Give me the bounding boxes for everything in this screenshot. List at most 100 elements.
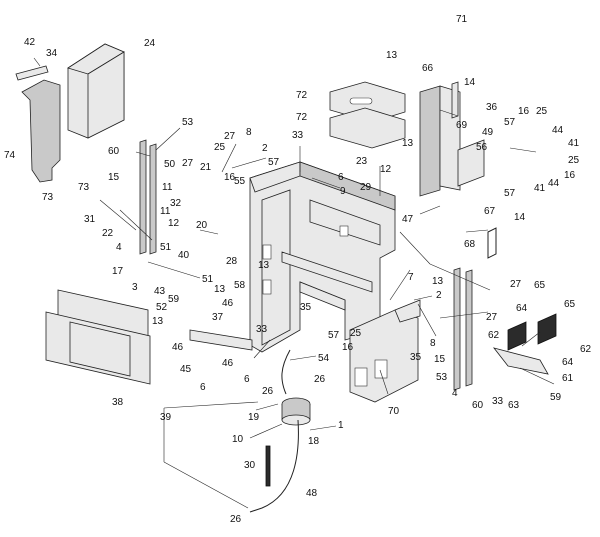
callout-72: 72 [296, 90, 308, 101]
drain-canister-18 [281, 397, 311, 426]
callout-25: 25 [214, 142, 226, 153]
callout-49: 49 [482, 127, 494, 138]
callout-44: 44 [548, 178, 560, 189]
callout-61: 61 [562, 373, 574, 384]
callout-18: 18 [308, 436, 320, 447]
callout-26: 26 [230, 514, 242, 525]
callout-67: 67 [484, 206, 496, 217]
callout-26: 26 [262, 386, 274, 397]
callout-74: 74 [4, 150, 16, 161]
callout-41: 41 [568, 138, 580, 149]
callout-71: 71 [456, 14, 468, 25]
callout-16: 16 [518, 106, 530, 117]
callout-51: 51 [202, 274, 214, 285]
callout-46: 46 [222, 358, 234, 369]
callout-66: 66 [422, 63, 434, 74]
bracket-62 [507, 313, 557, 351]
callout-64: 64 [562, 357, 574, 368]
right-foot-61 [492, 347, 549, 375]
left-rail-60 [139, 139, 157, 255]
cover-box-24 [67, 43, 125, 139]
callout-13: 13 [432, 276, 444, 287]
callout-73: 73 [78, 182, 90, 193]
callout-25: 25 [536, 106, 548, 117]
callout-50: 50 [164, 159, 176, 170]
callout-56: 56 [476, 142, 488, 153]
callout-3: 3 [132, 282, 138, 293]
callout-19: 19 [248, 412, 260, 423]
callout-20: 20 [196, 220, 208, 231]
callout-14: 14 [514, 212, 526, 223]
callout-4: 4 [452, 388, 458, 399]
callout-64: 64 [516, 303, 528, 314]
callout-labels: 1 2 2 3 4 4 6 6 6 7 8 8 9 10 11 11 12 12… [4, 14, 592, 525]
callout-36: 36 [486, 102, 498, 113]
callout-46: 46 [172, 342, 184, 353]
callout-70: 70 [388, 406, 400, 417]
callout-24: 24 [144, 38, 156, 49]
callout-54: 54 [318, 353, 330, 364]
right-side-panel-70 [349, 299, 421, 403]
callout-55: 55 [234, 176, 246, 187]
callout-21: 21 [200, 162, 212, 173]
callout-25: 25 [350, 328, 362, 339]
right-bracket-assembly [419, 81, 485, 197]
callout-58: 58 [234, 280, 246, 291]
callout-8: 8 [430, 338, 436, 349]
callout-30: 30 [244, 460, 256, 471]
callout-37: 37 [212, 312, 224, 323]
callout-27: 27 [182, 158, 194, 169]
callout-47: 47 [402, 214, 414, 225]
callout-23: 23 [356, 156, 368, 167]
callout-4: 4 [116, 242, 122, 253]
callout-57: 57 [268, 157, 280, 168]
callout-51: 51 [160, 242, 172, 253]
callout-72: 72 [296, 112, 308, 123]
callout-34: 34 [46, 48, 58, 59]
callout-57: 57 [504, 117, 516, 128]
callout-17: 17 [112, 266, 124, 277]
main-frame [249, 161, 396, 353]
callout-52: 52 [156, 302, 168, 313]
callout-39: 39 [160, 412, 172, 423]
callout-15: 15 [434, 354, 446, 365]
callout-13: 13 [386, 50, 398, 61]
callout-73: 73 [42, 192, 54, 203]
callout-2: 2 [262, 143, 268, 154]
callout-7: 7 [408, 272, 414, 283]
callout-33: 33 [292, 130, 304, 141]
callout-13: 13 [152, 316, 164, 327]
callout-38: 38 [112, 397, 124, 408]
callout-14: 14 [464, 77, 476, 88]
callout-16: 16 [224, 172, 236, 183]
callout-60: 60 [472, 400, 484, 411]
mount-plate-45 [189, 329, 253, 351]
callout-53: 53 [182, 117, 194, 128]
callout-1: 1 [338, 420, 344, 431]
callout-6: 6 [200, 382, 206, 393]
callout-31: 31 [84, 214, 96, 225]
callout-27: 27 [224, 131, 236, 142]
callout-62: 62 [580, 344, 592, 355]
callout-65: 65 [564, 299, 576, 310]
door-panels [45, 289, 151, 385]
callout-62: 62 [488, 330, 500, 341]
callout-12: 12 [168, 218, 180, 229]
upper-tray-72 [329, 81, 406, 149]
callout-22: 22 [102, 228, 114, 239]
drain-hose [249, 349, 299, 513]
callout-57: 57 [504, 188, 516, 199]
callout-63: 63 [508, 400, 520, 411]
callout-12: 12 [380, 164, 392, 175]
callout-15: 15 [108, 172, 120, 183]
callout-16: 16 [342, 342, 354, 353]
right-rail-4 [453, 267, 473, 391]
callout-13: 13 [214, 284, 226, 295]
callout-32: 32 [170, 198, 182, 209]
callout-27: 27 [486, 312, 498, 323]
callout-59: 59 [550, 392, 562, 403]
callout-57: 57 [328, 330, 340, 341]
callout-44: 44 [552, 125, 564, 136]
callout-6: 6 [338, 172, 344, 183]
